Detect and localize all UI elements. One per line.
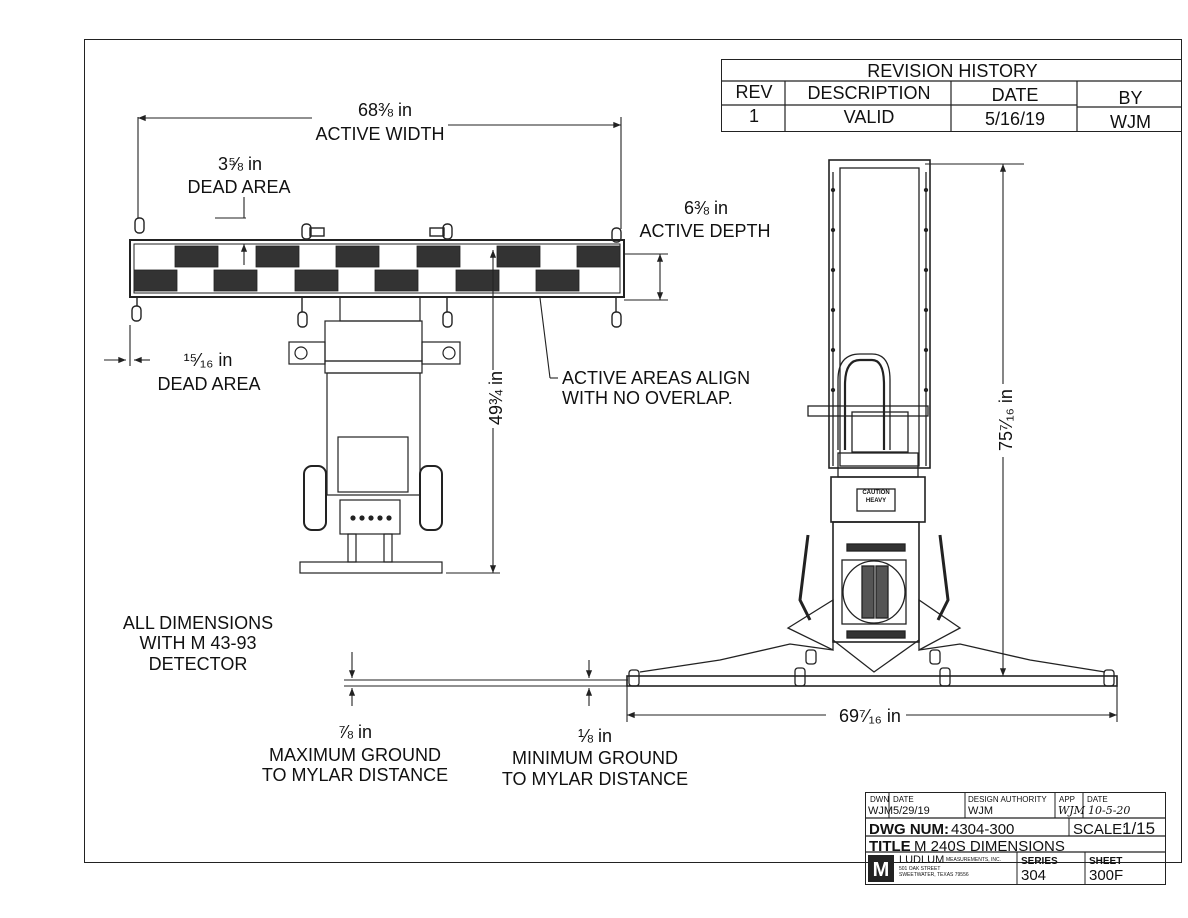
active-areas-note-line-1: ACTIVE AREAS ALIGN	[562, 368, 751, 388]
dwg-num-label: DWG NUM:	[869, 821, 949, 838]
active-width-label: ACTIVE WIDTH	[315, 124, 445, 144]
date-label: DATE	[893, 795, 914, 804]
date-header: DATE	[991, 85, 1039, 105]
side-dimension-lines	[344, 163, 1118, 722]
dead-area-top-label: DEAD AREA	[187, 177, 291, 197]
company-address-line-2: SWEETWATER, TEXAS 79556	[899, 872, 969, 878]
active-width-value: 68⅜ in	[357, 100, 413, 120]
date-value: 5/29/19	[893, 805, 930, 817]
sheet-value: 300F	[1089, 867, 1124, 884]
revision-table-grid	[720, 79, 1182, 132]
dead-area-top-value: 3⅝ in	[217, 154, 263, 174]
side-view	[626, 159, 1118, 687]
active-areas-note-line-2: WITH NO OVERLAP.	[562, 388, 733, 408]
title-value: M 240S DIMENSIONS	[914, 838, 1065, 855]
title-block: M DWN WJM DATE 5/29/19 DESIGN AUTHORITY …	[864, 791, 1166, 885]
front-view	[129, 217, 625, 574]
active-depth-value: 6⅜ in	[683, 198, 729, 218]
scale-value: 1/15	[1122, 819, 1156, 838]
dead-area-side-value: ¹⁵⁄₁₆ in	[183, 350, 233, 370]
company-address-line-1: 501 OAK STREET	[899, 866, 941, 872]
min-ground-label-line-1: MINIMUM GROUND	[512, 748, 678, 768]
by-value: WJM	[1110, 112, 1151, 132]
app-date-label: DATE	[1087, 795, 1108, 804]
dwn-value: WJM	[868, 805, 894, 817]
app-value: WJM	[1058, 804, 1085, 817]
all-dimensions-note-line-1: ALL DIMENSIONS	[122, 613, 274, 633]
revision-history-table: REVISION HISTORY REV DESCRIPTION DATE BY…	[720, 59, 1182, 132]
height-side-value: 75⁷⁄₁₆ in	[996, 389, 1016, 451]
scale-label: SCALE:	[1073, 821, 1127, 838]
app-label: APP	[1059, 795, 1076, 804]
series-value: 304	[1021, 867, 1047, 884]
max-ground-label-line-2: TO MYLAR DISTANCE	[261, 765, 449, 785]
all-dimensions-note-line-2: WITH M 43-93	[139, 633, 257, 653]
design-authority-value: WJM	[968, 805, 994, 817]
dwg-num-value: 4304-300	[951, 821, 1015, 838]
title-label: TITLE	[869, 838, 911, 855]
series-label: SERIES	[1021, 856, 1058, 867]
caution-label-line-1: CAUTION	[862, 490, 890, 496]
description-header: DESCRIPTION	[807, 83, 931, 103]
max-ground-value: ⅞ in	[337, 722, 373, 742]
caution-label-line-2: HEAVY	[865, 498, 887, 504]
company-name: LUDLUM	[899, 854, 945, 866]
active-depth-label: ACTIVE DEPTH	[639, 221, 771, 241]
app-date-value: 10-5-20	[1088, 804, 1131, 817]
rev-header: REV	[735, 82, 773, 102]
revision-history-title: REVISION HISTORY	[867, 61, 1038, 81]
sheet-label: SHEET	[1089, 856, 1123, 867]
title-block-grid: M	[864, 791, 1166, 885]
all-dimensions-note-line-3: DETECTOR	[148, 654, 248, 674]
by-header: BY	[1118, 88, 1143, 108]
max-ground-label-line-1: MAXIMUM GROUND	[269, 745, 441, 765]
rev-value: 1	[748, 106, 759, 126]
height-front-value: 49¾ in	[486, 370, 506, 426]
company-logo-icon: M	[872, 859, 889, 881]
dwn-label: DWN	[870, 795, 890, 804]
min-ground-label-line-2: TO MYLAR DISTANCE	[501, 769, 689, 789]
base-width-value: 69⁷⁄₁₆ in	[839, 706, 901, 726]
date-value: 5/16/19	[984, 109, 1046, 129]
front-dimension-lines	[104, 114, 668, 574]
dead-area-side-label: DEAD AREA	[157, 374, 261, 394]
design-authority-label: DESIGN AUTHORITY	[968, 795, 1047, 804]
min-ground-value: ⅛ in	[577, 726, 613, 746]
description-value: VALID	[843, 107, 895, 127]
drawing-frame	[84, 39, 1182, 863]
company-suffix: MEASUREMENTS, INC.	[946, 857, 1002, 863]
